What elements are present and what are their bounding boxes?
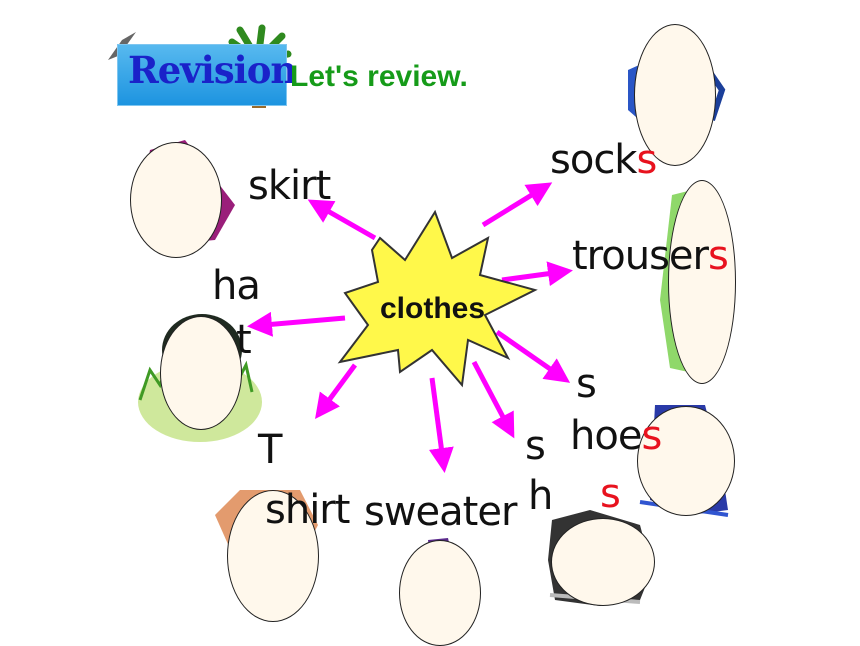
word-tshirt-2: shirt: [265, 487, 350, 533]
arrow-tshirt: [315, 363, 358, 420]
word-socks-text: sock: [550, 137, 637, 183]
arrow-shoes: [495, 329, 571, 383]
word-shorts-2: h: [528, 473, 553, 519]
arrow-socks: [481, 182, 553, 228]
word-shorts-1: s: [525, 423, 546, 469]
shorts-oval[interactable]: [637, 406, 735, 516]
arrow-shorts: [471, 360, 515, 439]
arrow-sweater: [428, 377, 454, 473]
word-trousers-text: trouser: [572, 233, 709, 279]
word-shoes-text: hoe: [570, 413, 642, 459]
word-shorts-plural: s: [600, 471, 621, 517]
arrow-trousers: [501, 261, 573, 287]
lets-review-label: Let's review.: [290, 60, 468, 93]
word-tshirt-1: T: [258, 427, 282, 473]
shoes-oval[interactable]: [551, 518, 655, 606]
arrow-hat: [247, 311, 346, 337]
arrow-skirt: [307, 199, 377, 241]
word-shoes-1: s: [576, 361, 597, 407]
word-trousers: trousers: [572, 233, 729, 279]
word-shoes-plural: s: [641, 413, 662, 459]
clothes-star: [337, 209, 538, 388]
word-trousers-plural: s: [707, 233, 729, 279]
hat-oval[interactable]: [160, 316, 242, 430]
word-shoes-2: hoes: [570, 413, 662, 459]
word-socks-plural: s: [636, 137, 657, 183]
word-sweater: sweater: [364, 489, 517, 535]
trousers-oval[interactable]: [668, 180, 736, 384]
word-skirt: skirt: [248, 163, 331, 209]
revision-label: Revision: [128, 48, 297, 92]
word-hat-2: t: [236, 317, 252, 363]
tshirt-oval[interactable]: [227, 490, 319, 622]
word-skirt-text: skirt: [248, 163, 331, 209]
revision-badge: [117, 44, 287, 106]
word-socks: socks: [550, 137, 657, 183]
clothes-label: clothes: [380, 292, 486, 325]
word-hat-1: ha: [212, 263, 261, 309]
sweater-oval[interactable]: [399, 540, 481, 646]
arrows: [247, 182, 573, 473]
socks-oval[interactable]: [634, 24, 716, 166]
skirt-oval[interactable]: [130, 142, 222, 258]
